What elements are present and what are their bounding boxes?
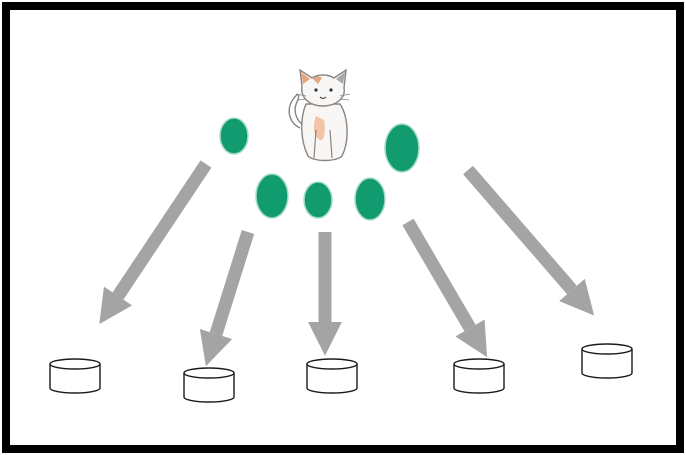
ball-2: [384, 123, 420, 173]
buckets-group: [49, 343, 633, 403]
ball-5: [354, 177, 386, 221]
arrows-group: [99, 160, 595, 367]
balls-group: [219, 117, 420, 221]
bucket-1: [49, 358, 101, 394]
cat-icon: [288, 68, 351, 162]
bucket-3: [306, 358, 358, 394]
ball-3: [255, 173, 289, 219]
arrow-5: [463, 165, 595, 316]
arrow-1: [99, 160, 212, 325]
arrow-4: [402, 218, 488, 358]
bucket-2: [183, 367, 235, 403]
ball-1: [219, 117, 249, 155]
arrow-2: [199, 230, 255, 367]
bucket-4: [453, 358, 505, 394]
bucket-5: [581, 343, 633, 379]
ball-4: [303, 181, 333, 219]
